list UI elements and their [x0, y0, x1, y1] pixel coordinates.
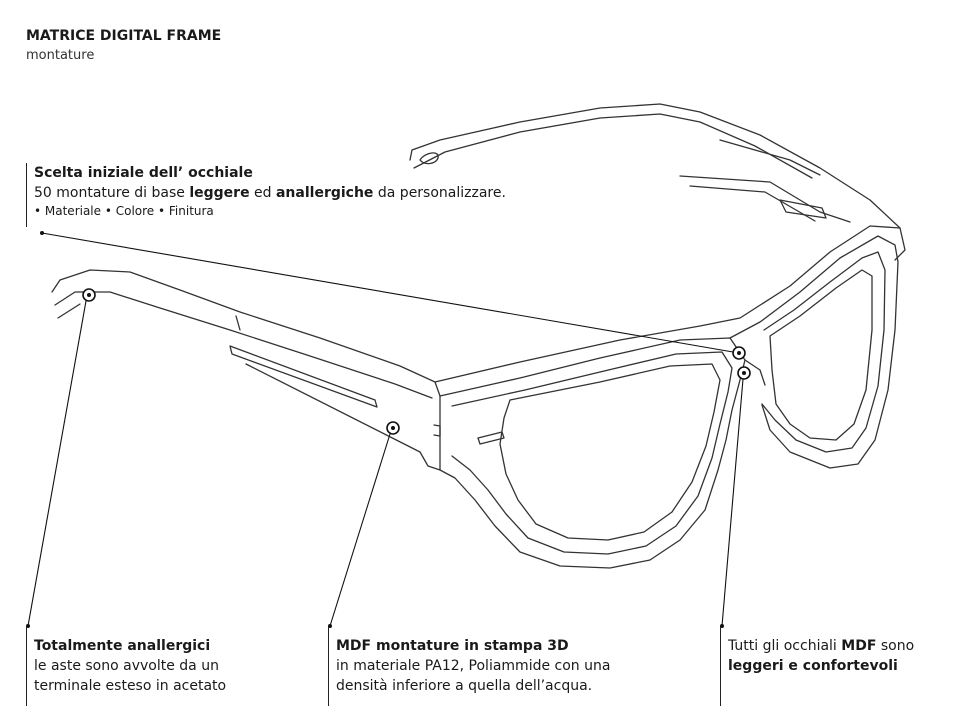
scelta-rule: [26, 163, 27, 227]
scelta-description: 50 montature di base leggere ed anallerg…: [34, 183, 634, 203]
leader-temple-tip: [27, 300, 87, 627]
leader-bridge: [721, 378, 744, 627]
page-title: MATRICE DIGITAL FRAME: [26, 28, 222, 44]
leggeri-text-2: sono: [876, 638, 915, 654]
scelta-bold-leggere: leggere: [189, 185, 250, 201]
anallergici-line-2: terminale esteso in acetato: [34, 678, 227, 694]
leggeri-bold-mdf: MDF: [841, 638, 877, 654]
stampa-rule: [328, 626, 329, 706]
leggeri-text-1: Tutti gli occhiali: [728, 638, 842, 654]
leader-scelta: [41, 232, 734, 353]
near-temple-arm: [51, 269, 441, 471]
anallergici-line-1: le aste sono avvolte da un: [34, 658, 219, 674]
anallergici-heading: Totalmente anallergici: [34, 638, 211, 654]
scelta-text-3: da personalizzare.: [373, 185, 506, 201]
callout-stampa: MDF montature in stampa 3D in materiale …: [336, 636, 696, 696]
leggeri-rule: [720, 626, 721, 706]
anallergici-rule: [26, 626, 27, 706]
leader-temple-arm: [329, 433, 391, 627]
stampa-heading: MDF montature in stampa 3D: [336, 638, 569, 654]
scelta-bold-anallergiche: anallergiche: [275, 185, 374, 201]
scelta-options: • Materiale • Colore • Finitura: [34, 204, 214, 218]
stampa-line-2: densità inferiore a quella dell’acqua.: [336, 678, 593, 694]
callout-scelta: Scelta iniziale dell’ occhiale 50 montat…: [34, 163, 634, 219]
leggeri-line-1: Tutti gli occhiali MDF sono: [728, 636, 956, 656]
stampa-line-1: in materiale PA12, Poliammide con una: [336, 658, 611, 674]
page-subtitle: montature: [26, 48, 95, 63]
scelta-text-1: 50 montature di base: [34, 185, 190, 201]
leggeri-line-2: leggeri e confortevoli: [728, 658, 898, 674]
scelta-heading: Scelta iniziale dell’ occhiale: [34, 165, 253, 181]
callout-anallergici: Totalmente anallergici le aste sono avvo…: [34, 636, 294, 696]
scelta-text-2: ed: [249, 185, 276, 201]
front-frame: [433, 225, 901, 569]
callout-leggeri: Tutti gli occhiali MDF sono leggeri e co…: [728, 636, 956, 676]
